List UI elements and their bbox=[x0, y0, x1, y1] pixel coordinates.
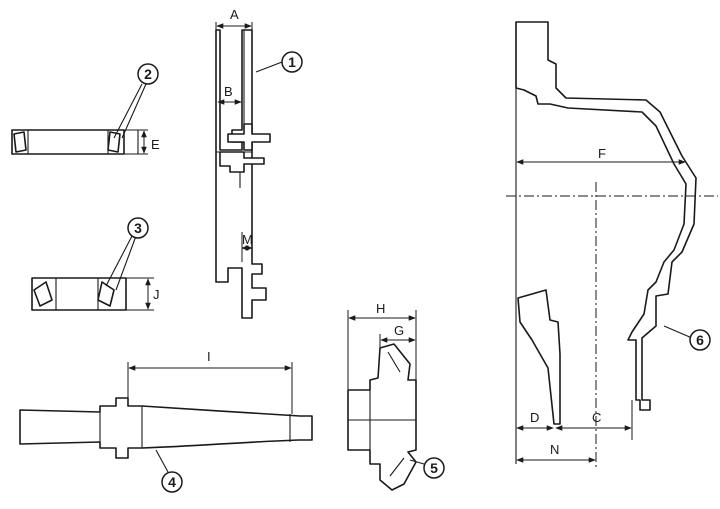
part-1-plate bbox=[215, 22, 283, 319]
dim-label-J: J bbox=[153, 287, 160, 302]
callout-1: 1 bbox=[281, 51, 303, 73]
callout-2: 2 bbox=[137, 63, 159, 85]
part-5-gear bbox=[347, 310, 425, 491]
callout-4: 4 bbox=[161, 471, 183, 493]
svg-text:3: 3 bbox=[134, 220, 142, 236]
svg-text:2: 2 bbox=[144, 66, 152, 82]
callout-6: 6 bbox=[689, 329, 711, 351]
dim-label-A: A bbox=[230, 7, 239, 22]
dim-label-E: E bbox=[151, 137, 160, 152]
part-3-bearing bbox=[31, 235, 154, 311]
dim-label-D: D bbox=[530, 410, 539, 425]
svg-text:6: 6 bbox=[696, 332, 704, 348]
callout-3: 3 bbox=[127, 217, 149, 239]
part-2-bearing bbox=[11, 83, 148, 155]
svg-text:1: 1 bbox=[288, 54, 296, 70]
dim-label-C: C bbox=[592, 410, 601, 425]
part-6-housing bbox=[506, 21, 718, 470]
dim-label-I: I bbox=[207, 349, 211, 364]
dim-label-B: B bbox=[224, 84, 233, 99]
dim-label-G: G bbox=[394, 323, 404, 338]
svg-text:5: 5 bbox=[430, 460, 438, 476]
dim-label-F: F bbox=[598, 146, 606, 161]
dim-label-N: N bbox=[550, 442, 559, 457]
callout-5: 5 bbox=[423, 457, 445, 479]
dim-label-H: H bbox=[376, 301, 385, 316]
part-4-shaft bbox=[19, 362, 313, 473]
svg-text:4: 4 bbox=[168, 474, 176, 490]
dim-label-M: M bbox=[242, 232, 253, 247]
